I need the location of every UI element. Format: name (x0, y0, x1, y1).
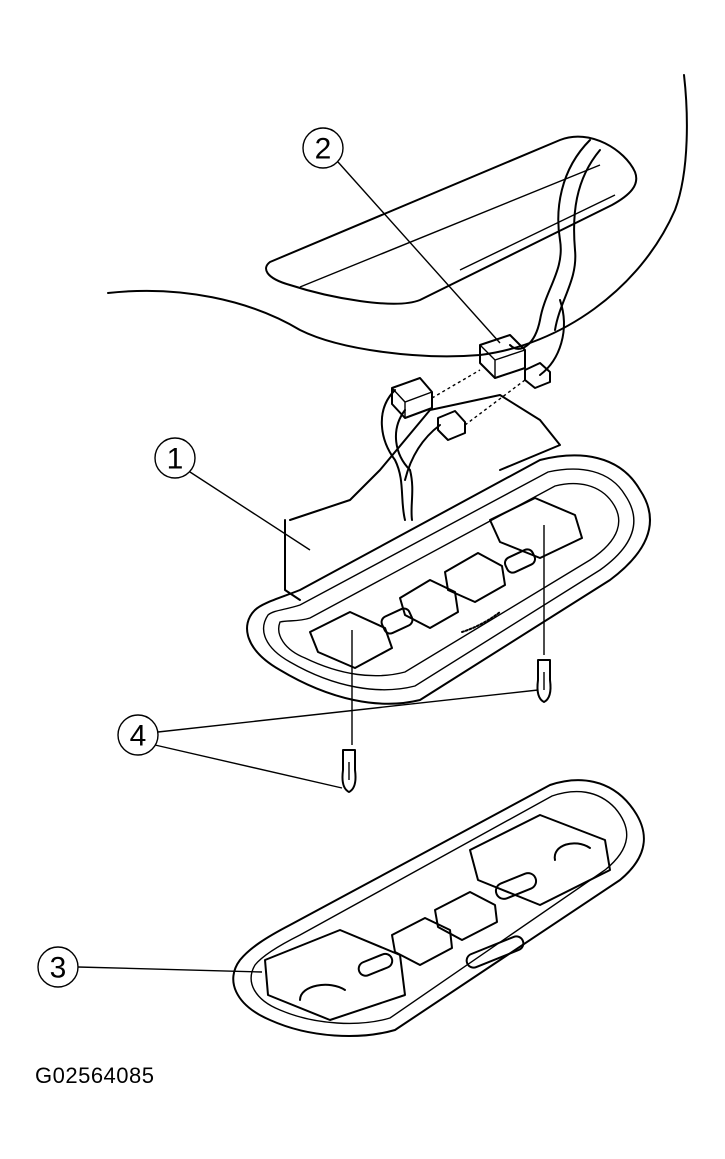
switch-right (444, 552, 506, 603)
callout-1: 1 (154, 437, 311, 551)
bulb-right (536, 659, 552, 703)
overhead-console (246, 394, 651, 705)
callout-3: 3 (37, 946, 263, 988)
connector-console-b (437, 410, 466, 441)
connector-2 (479, 334, 526, 379)
callout-label: 3 (50, 952, 67, 985)
connector-small (524, 362, 551, 389)
callout-label: 4 (130, 720, 147, 753)
connector-console-a (391, 377, 433, 419)
callout-4: 4 (117, 689, 539, 789)
right-lamp-recess (489, 497, 583, 559)
left-lamp-recess (309, 611, 393, 669)
wiring-harness (380, 139, 601, 521)
callout-2: 2 (302, 127, 501, 344)
callout-label: 1 (167, 443, 184, 476)
mirror-panel (265, 135, 638, 305)
callout-label: 2 (315, 133, 332, 166)
bulb-left (341, 749, 357, 793)
figure-id: G02564085 (35, 1063, 155, 1088)
lens-cover (232, 779, 645, 1037)
switch-left (399, 579, 459, 629)
headliner (107, 74, 688, 358)
